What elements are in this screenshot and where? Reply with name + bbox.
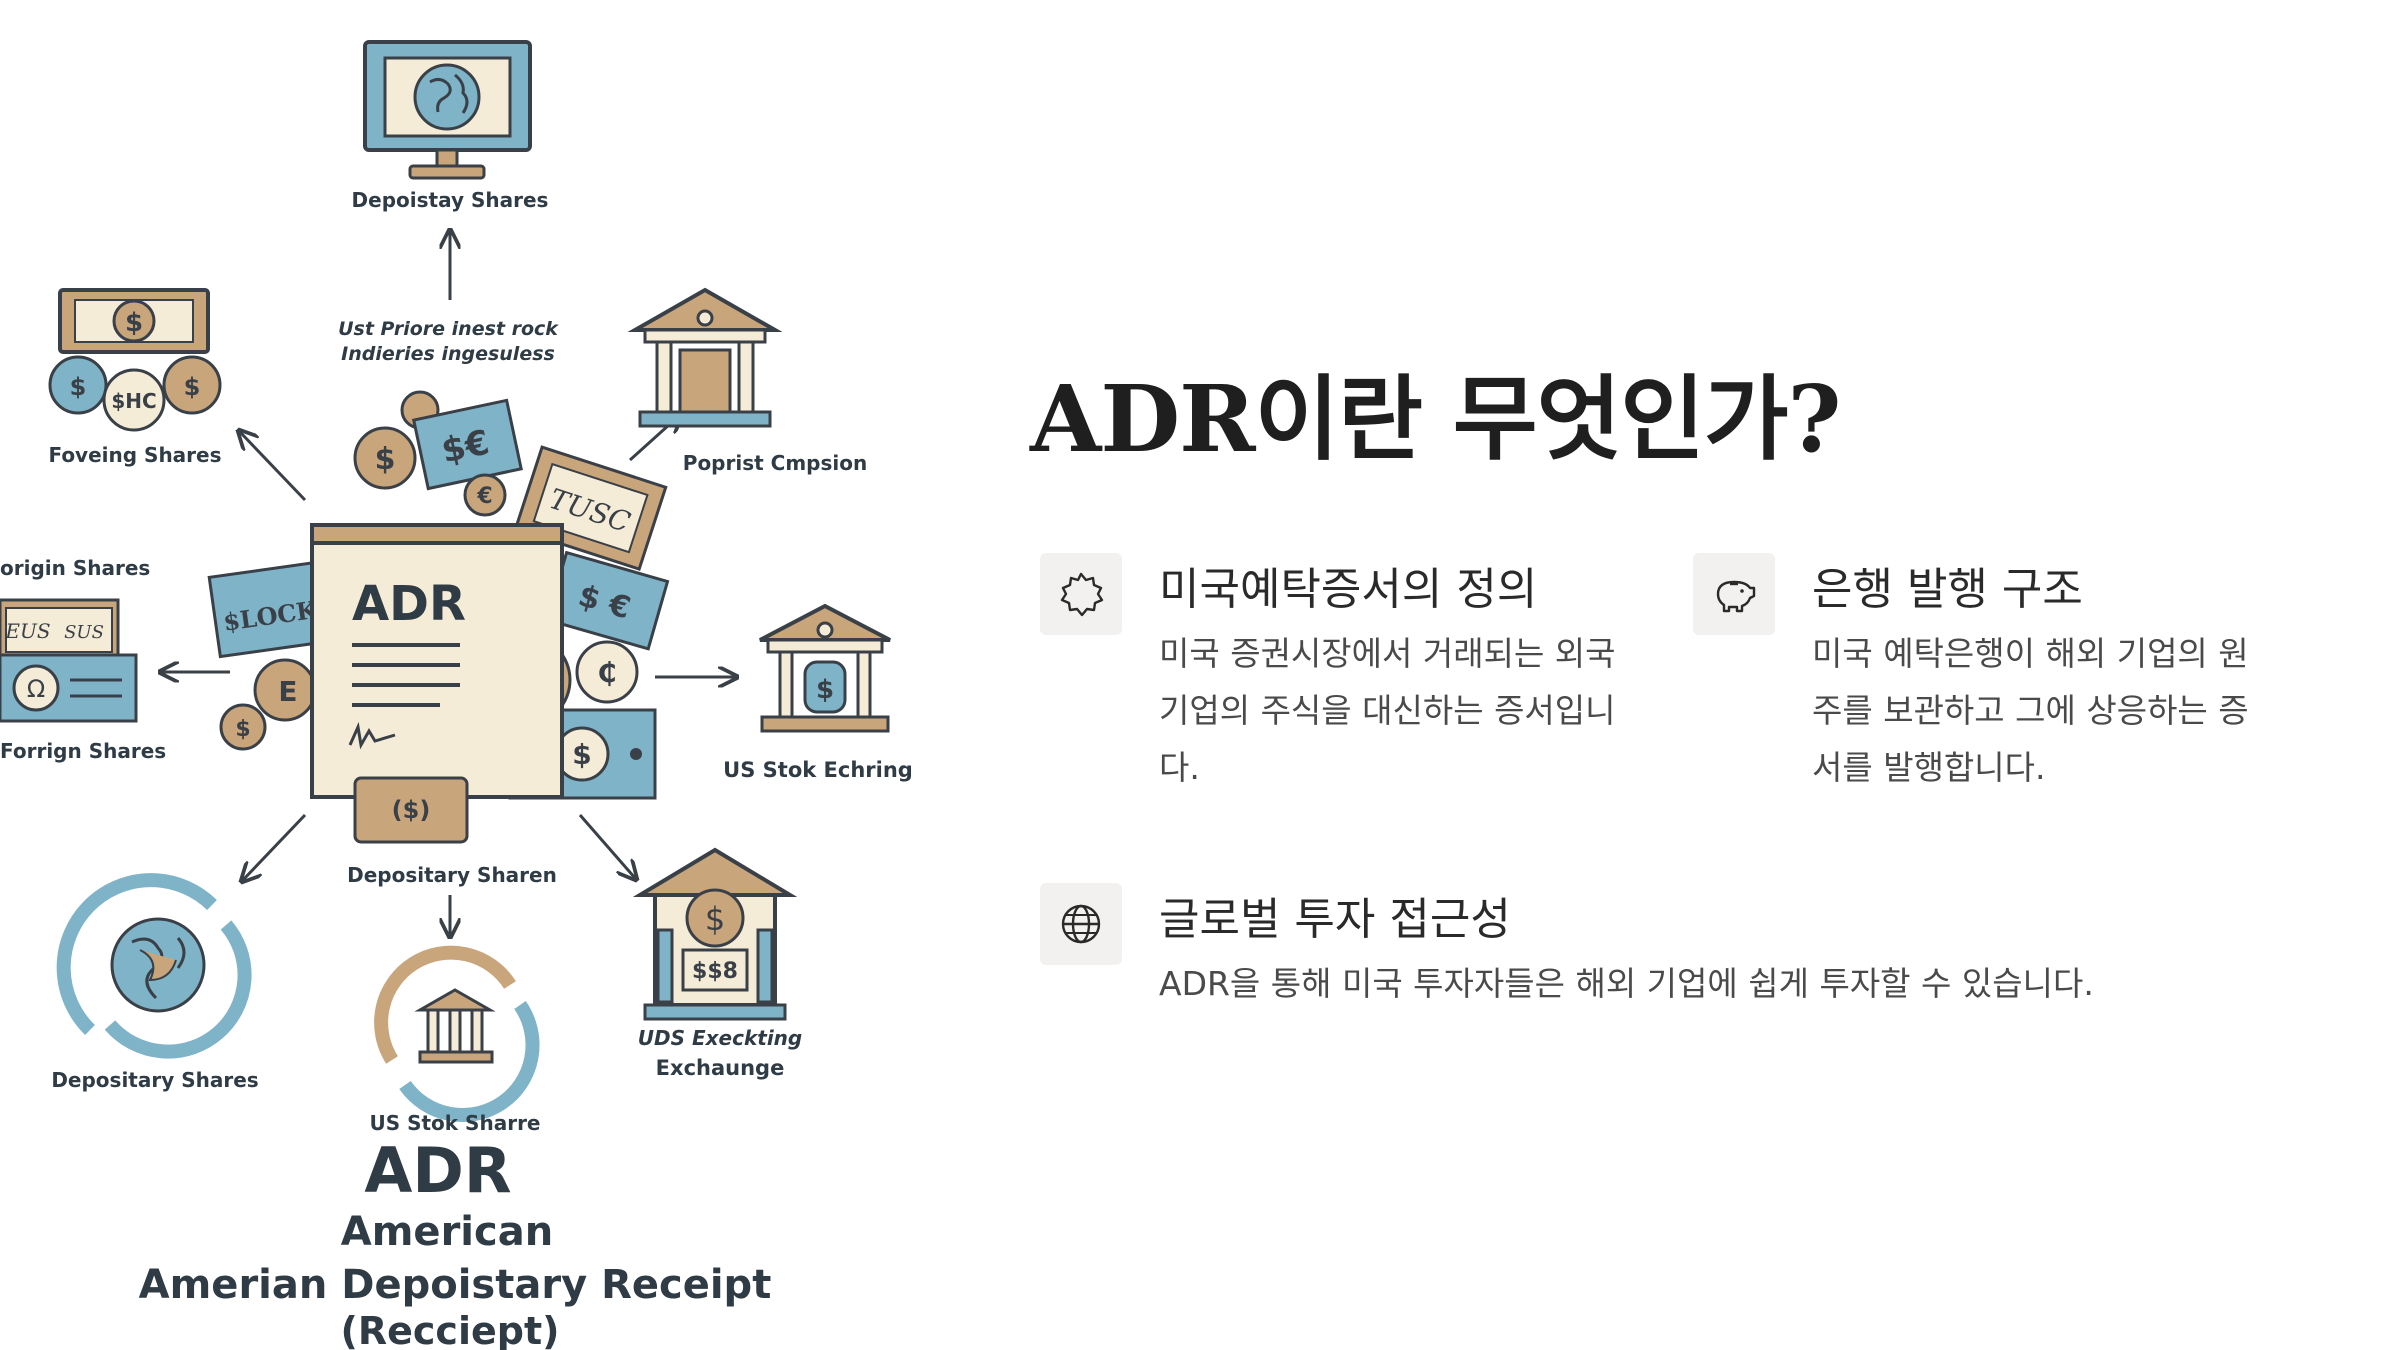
- bank-building-icon: [627, 287, 783, 428]
- amerian-receipt-heading: Amerian Depoistary Receipt: [139, 1262, 772, 1308]
- label-depositary-bottom: Depositary Shares: [51, 1068, 258, 1092]
- feature-description: 미국 예탁은행이 해외 기업의 원 주를 보관하고 그에 상응하는 증 서를 발…: [1812, 625, 2249, 796]
- feature-bank-structure: 은행 발행 구조 미국 예탁은행이 해외 기업의 원 주를 보관하고 그에 상응…: [1693, 553, 2293, 813]
- svg-text:$: $: [184, 373, 201, 401]
- feature-line: 다.: [1159, 748, 1200, 787]
- recciept-heading: (Recciept): [341, 1309, 560, 1350]
- label-uds-line1: UDS Execkting: [638, 1026, 802, 1050]
- label-origin: origin Shares: [0, 556, 150, 580]
- globe-icon: [1040, 883, 1122, 965]
- label-forrign: Forrign Shares: [0, 739, 166, 763]
- feature-title: 글로벌 투자 접근성: [1159, 894, 1511, 945]
- label-poprist: Poprist Cmpsion: [683, 451, 867, 475]
- cycle-bank-icon: [374, 945, 540, 1123]
- label-ust-line2: Indieries ingesuless: [341, 343, 555, 365]
- feature-line: 미국 증권시장에서 거래되는 외국: [1159, 634, 1616, 673]
- feature-line: ADR을 통해 미국 투자자들은 해외 기업에 쉽게 투자할 수 있습니다.: [1159, 964, 2094, 1003]
- label-depositary-top: Depoistay Shares: [352, 188, 549, 212]
- svg-text:$: $: [125, 308, 143, 338]
- globe-cycle-icon: [56, 873, 252, 1059]
- feature-line: 기업의 주식을 대신하는 증서입니: [1159, 691, 1616, 730]
- shc-coin-text: $HC: [111, 389, 156, 413]
- adr-document-icon: ADR ($): [310, 523, 564, 844]
- adr-illustration: Depoistay Shares Ust Priore inest rock I…: [0, 40, 913, 1350]
- badge-icon: [1040, 553, 1122, 635]
- sus-bill-text: SUS: [64, 622, 104, 643]
- feature-description: 미국 증권시장에서 거래되는 외국 기업의 주식을 대신하는 증서입니 다.: [1159, 625, 1616, 796]
- flow-arrows: [162, 232, 735, 935]
- us-stock-exchange-bank-icon: $: [759, 603, 891, 733]
- svg-text:$: $: [235, 717, 250, 742]
- currency-coins-icon: $ $ $HC $: [48, 288, 222, 432]
- foreign-bills-icon: $LOCK EUS SUS Ω E $: [0, 560, 331, 751]
- feature-line: 주를 보관하고 그에 상응하는 증: [1812, 691, 2249, 730]
- label-depositary-sharen: Depositary Sharen: [347, 863, 557, 887]
- svg-text:$: $: [70, 373, 87, 401]
- exchange-vault-icon: $ $$8: [632, 847, 798, 1021]
- feature-line: 미국 예탁은행이 해외 기업의 원: [1812, 634, 2249, 673]
- label-us-stok-echring: US Stok Echring: [723, 758, 913, 782]
- piggy-bank-icon: [1693, 553, 1775, 635]
- svg-text:$€: $€: [438, 422, 493, 471]
- feature-global-access: 글로벌 투자 접근성 ADR을 통해 미국 투자자들은 해외 기업에 쉽게 투자…: [1040, 883, 2340, 1033]
- svg-text:Ω: Ω: [27, 675, 45, 703]
- american-heading: American: [341, 1209, 553, 1255]
- eus-bill-text: EUS: [4, 619, 50, 643]
- document-adr-text: ADR: [352, 576, 466, 632]
- svg-text:$: $: [375, 442, 396, 477]
- svg-text:E: E: [278, 675, 297, 708]
- svg-text:₵: ₵: [597, 656, 616, 689]
- monitor-globe-icon: [363, 40, 532, 180]
- feature-description: ADR을 통해 미국 투자자들은 해외 기업에 쉽게 투자할 수 있습니다.: [1159, 955, 2094, 1012]
- label-foveing: Foveing Shares: [48, 443, 221, 467]
- label-ust-line1: Ust Priore inest rock: [338, 318, 559, 340]
- svg-text:€: €: [476, 484, 492, 509]
- big-adr-heading: ADR: [364, 1134, 511, 1207]
- page-title: ADR이란 무엇인가?: [1030, 365, 1841, 473]
- label-us-stok-sharre: US Stok Sharre: [369, 1111, 540, 1135]
- svg-text:$: $: [705, 900, 725, 938]
- svg-text:($): ($): [392, 796, 431, 824]
- feature-title: 미국예탁증서의 정의: [1159, 564, 1538, 615]
- feature-definition: 미국예탁증서의 정의 미국 증권시장에서 거래되는 외국 기업의 주식을 대신하…: [1040, 553, 1640, 813]
- svg-text:$: $: [572, 738, 591, 771]
- vault-text: $$8: [692, 959, 738, 984]
- svg-text:$: $: [816, 675, 834, 705]
- feature-title: 은행 발행 구조: [1812, 564, 2083, 615]
- feature-line: 서를 발행합니다.: [1812, 748, 2046, 787]
- label-uds-line2: Exchaunge: [656, 1056, 785, 1080]
